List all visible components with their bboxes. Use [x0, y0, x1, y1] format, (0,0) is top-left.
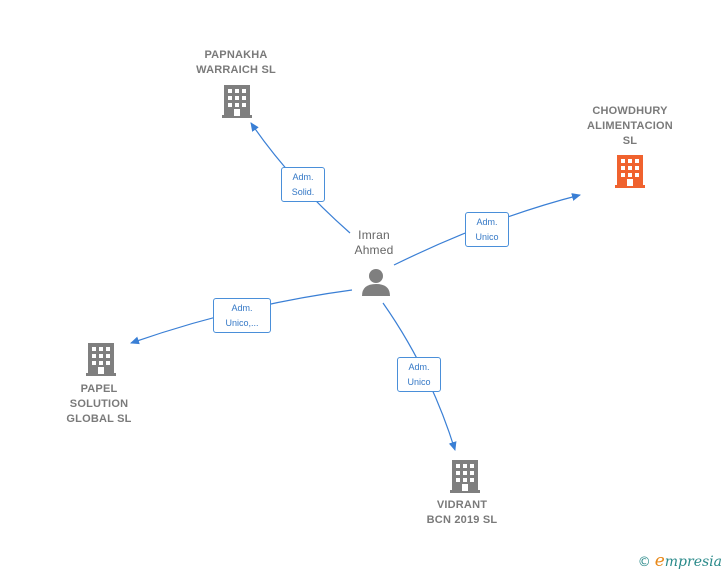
- relation-detail: Solid.: [291, 187, 315, 197]
- person-label[interactable]: Imran Ahmed: [354, 228, 394, 257]
- relation-detail: Unico: [475, 232, 499, 242]
- person-icon[interactable]: [362, 269, 390, 296]
- relation-role: Adm.: [292, 172, 314, 182]
- building-icon[interactable]: [450, 460, 480, 493]
- brand-first-letter: e: [654, 551, 665, 571]
- relation-role: Adm.: [231, 303, 253, 313]
- company-label-papnakha[interactable]: PAPNAKHA WARRAICH SL: [196, 49, 276, 76]
- copyright-symbol: ©: [637, 555, 651, 570]
- relation-badge-vidrant[interactable]: Adm. Unico: [397, 357, 441, 392]
- company-label-papel[interactable]: PAPEL SOLUTION GLOBAL SL: [66, 383, 132, 425]
- building-icon-highlighted[interactable]: [615, 155, 645, 188]
- relation-badge-chowdhury[interactable]: Adm. Unico: [465, 212, 509, 247]
- company-label-chowdhury[interactable]: CHOWDHURY ALIMENTACION SL: [587, 105, 673, 147]
- brand-name: mpresia: [664, 554, 722, 570]
- brand-logo: ©empresia: [638, 551, 722, 571]
- relation-detail: Unico: [407, 377, 431, 387]
- relation-badge-papel[interactable]: Adm. Unico,...: [213, 298, 271, 333]
- relation-detail: Unico,...: [225, 318, 259, 328]
- building-icon[interactable]: [222, 85, 252, 118]
- relation-badge-papnakha[interactable]: Adm. Solid.: [281, 167, 325, 202]
- relation-role: Adm.: [476, 217, 498, 227]
- building-icon[interactable]: [86, 343, 116, 376]
- company-label-vidrant[interactable]: VIDRANT BCN 2019 SL: [426, 499, 498, 526]
- relation-role: Adm.: [408, 362, 430, 372]
